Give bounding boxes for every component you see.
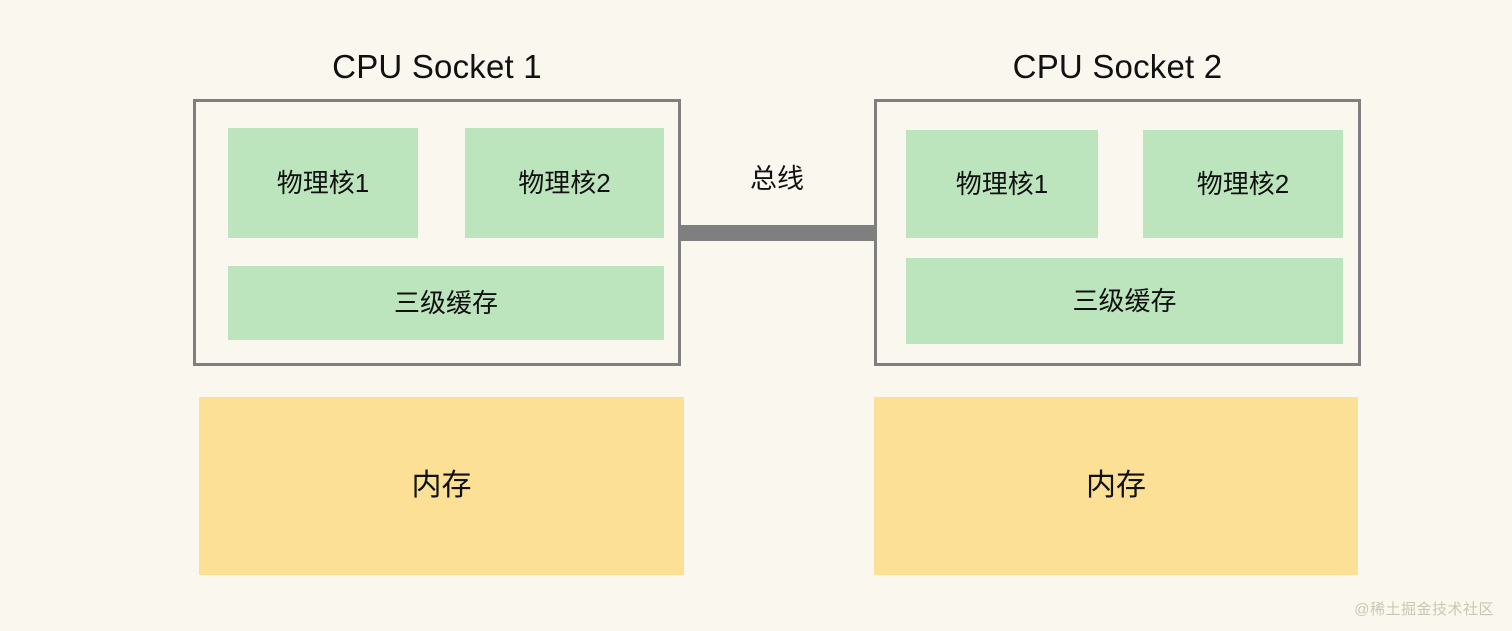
socket-1-core-2-label: 物理核2 <box>518 168 611 198</box>
socket-2-cache-label: 三级缓存 <box>1072 286 1177 316</box>
socket-2-memory: 内存 <box>874 397 1358 575</box>
socket-1-cache-label: 三级缓存 <box>393 288 498 318</box>
socket-1-title: CPU Socket 1 <box>332 48 542 85</box>
socket-1-memory-label: 内存 <box>411 469 472 502</box>
socket-2-title: CPU Socket 2 <box>1012 48 1223 85</box>
socket-2-l3-cache: 三级缓存 <box>906 258 1343 344</box>
socket-2-core-2-label: 物理核2 <box>1196 169 1290 199</box>
socket-1-core-1-label: 物理核1 <box>276 168 370 198</box>
socket-1-memory: 内存 <box>199 397 684 575</box>
socket-1-l3-cache: 三级缓存 <box>228 266 664 340</box>
socket-2-physical-core-1: 物理核1 <box>906 130 1098 238</box>
socket-1-physical-core-2: 物理核2 <box>465 128 664 238</box>
bus-connector <box>678 225 876 241</box>
socket-2-memory-label: 内存 <box>1086 469 1146 502</box>
socket-1-physical-core-1: 物理核1 <box>228 128 418 238</box>
socket-2-physical-core-2: 物理核2 <box>1143 130 1343 238</box>
watermark: @稀土掘金技术社区 <box>1354 601 1494 618</box>
socket-2-core-1-label: 物理核1 <box>955 169 1049 199</box>
cpu-socket-2-frame: 物理核1 物理核2 三级缓存 <box>874 99 1361 366</box>
bus-label: 总线 <box>750 164 804 194</box>
cpu-socket-1-frame: 物理核1 物理核2 三级缓存 <box>193 99 681 366</box>
